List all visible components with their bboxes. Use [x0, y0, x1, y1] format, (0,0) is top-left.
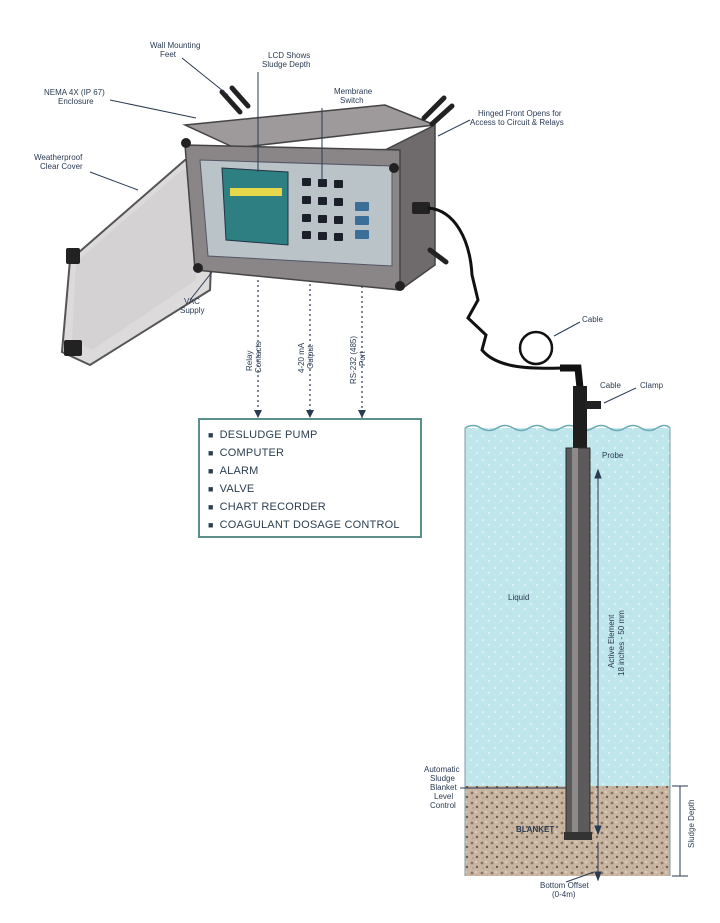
lcd-bar [230, 188, 282, 196]
output-item: ■ VALVE [208, 480, 420, 498]
bullet-icon: ■ [208, 466, 214, 476]
output-lines [257, 280, 363, 418]
bullet-icon: ■ [208, 502, 214, 512]
output-label: CHART RECORDER [219, 501, 326, 513]
bullet-icon: ■ [208, 430, 214, 440]
cable-gland [412, 202, 430, 214]
water-surface [464, 424, 671, 432]
output-label: COMPUTER [219, 447, 285, 459]
cover-hinge-top [66, 248, 80, 264]
output-item: ■ ALARM [208, 462, 420, 480]
label-rs232: RS-232 (485)Port [349, 336, 367, 384]
bottom-offset-arrow [594, 842, 602, 882]
label-cable: Cable [600, 381, 621, 390]
output-label: VALVE [219, 483, 255, 495]
cover-hinge-bottom [64, 340, 82, 356]
output-label: ALARM [219, 465, 259, 477]
label-probe: Probe [602, 451, 624, 460]
label-blanket: BLANKET [516, 825, 554, 834]
probe-cable [427, 206, 569, 370]
bullet-icon: ■ [208, 520, 214, 530]
active-element-arrow [594, 468, 602, 836]
label-active-element: Active Element18 inches - 50 mm [607, 610, 626, 676]
label-relay: RelayContacts [245, 341, 263, 373]
bullet-icon: ■ [208, 448, 214, 458]
leader-lines [89, 57, 471, 301]
label-clamp: Clamp [640, 381, 664, 390]
output-item: ■ CHART RECORDER [208, 498, 420, 516]
output-item: ■ COAGULANT DOSAGE CONTROL [208, 516, 420, 534]
cable-coil [518, 330, 554, 366]
keypad [302, 178, 343, 241]
wall-mounting-feet [219, 85, 455, 265]
output-item: ■ DESLUDGE PUMP [208, 426, 420, 444]
label-ma: 4-20 mAOutput [297, 342, 315, 373]
label-nema: NEMA 4X (IP 67)Enclosure [44, 88, 105, 106]
label-liquid: Liquid [508, 593, 529, 602]
enclosure-group [60, 85, 455, 367]
lcd-screen [221, 167, 289, 246]
clear-cover [60, 159, 217, 367]
output-label: COAGULANT DOSAGE CONTROL [219, 519, 400, 531]
output-label: DESLUDGE PUMP [219, 429, 318, 441]
output-item: ■ COMPUTER [208, 444, 420, 462]
label-bottom-offset: Bottom Offset(0-4m) [540, 881, 590, 899]
label-sludge-depth: Sludge Depth [687, 800, 696, 848]
probe-group [560, 364, 601, 840]
enclosure-top [182, 104, 436, 149]
output-arrows [254, 410, 366, 418]
bullet-icon: ■ [208, 484, 214, 494]
label-cable-top: Cable [582, 315, 603, 324]
sludge-depth-arrow [672, 785, 688, 877]
clamp [585, 401, 601, 409]
keypad-blue-keys [355, 202, 369, 239]
output-devices-box: ■ DESLUDGE PUMP ■ COMPUTER ■ ALARM ■ VALVE ■… [198, 418, 422, 538]
label-auto-sludge: Automatic Sludge Blanket Level Control [424, 765, 462, 810]
